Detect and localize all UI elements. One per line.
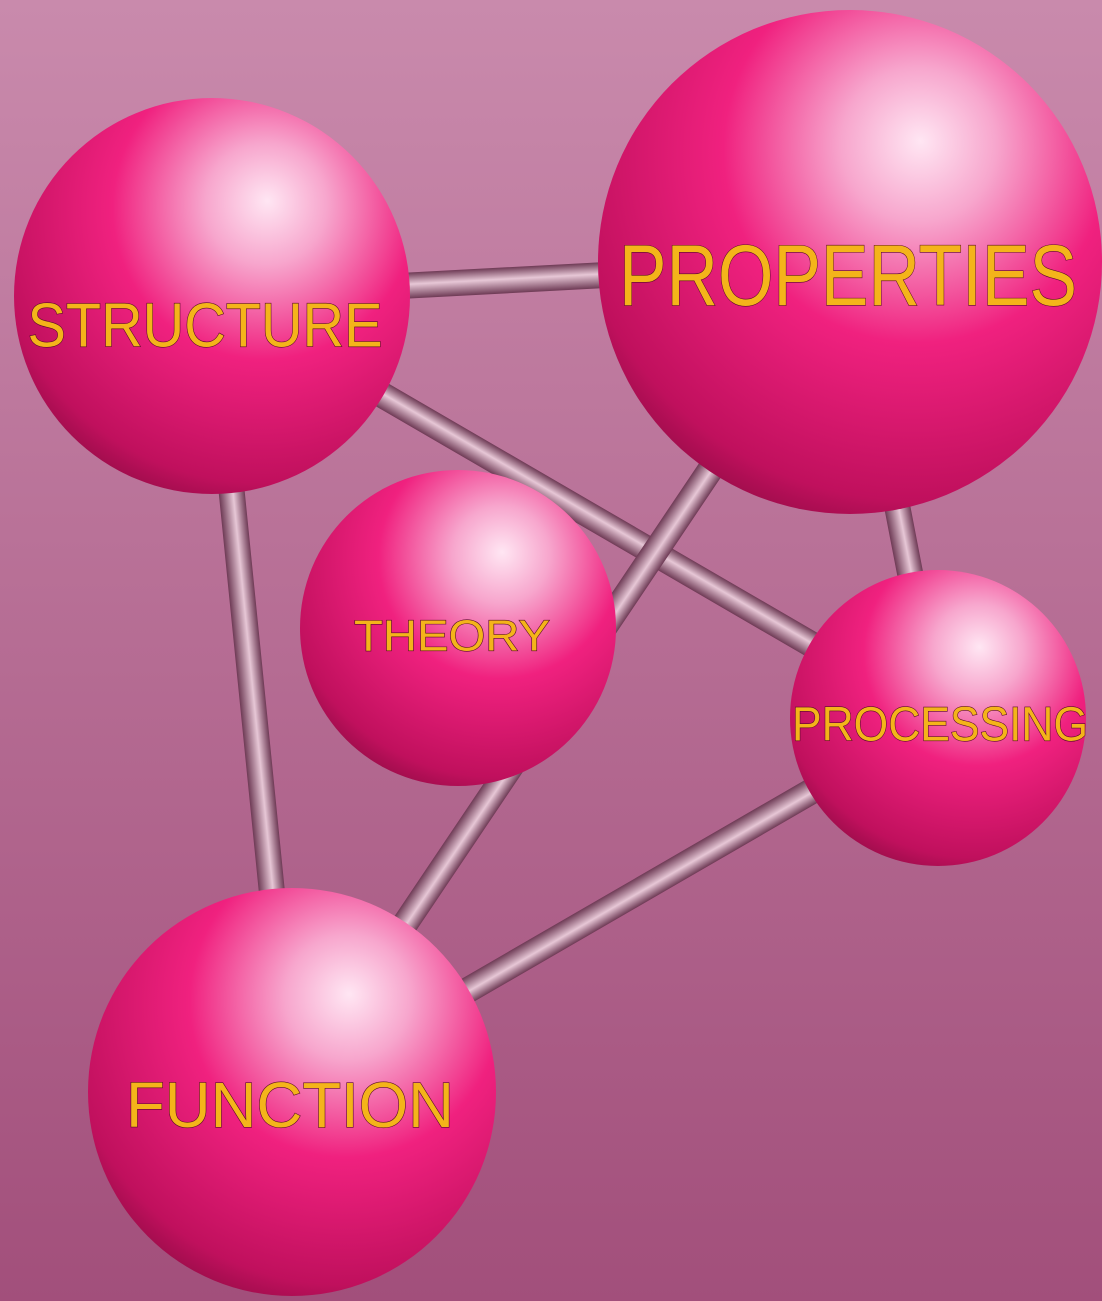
node-label-function: FUNCTION (126, 1069, 454, 1141)
sphere-function: FUNCTION (88, 888, 496, 1296)
sphere-processing: PROCESSING (790, 570, 1089, 866)
rod-structure-processing (206, 286, 944, 728)
sphere-structure: STRUCTURE (14, 98, 410, 494)
sphere-theory: THEORY (300, 470, 616, 786)
node-label-structure: STRUCTURE (28, 292, 383, 361)
node-label-theory: THEORY (354, 612, 550, 661)
node-label-properties: PROPERTIES (619, 228, 1077, 324)
node-label-processing: PROCESSING (792, 699, 1088, 752)
sphere-properties: PROPERTIES (598, 10, 1102, 514)
